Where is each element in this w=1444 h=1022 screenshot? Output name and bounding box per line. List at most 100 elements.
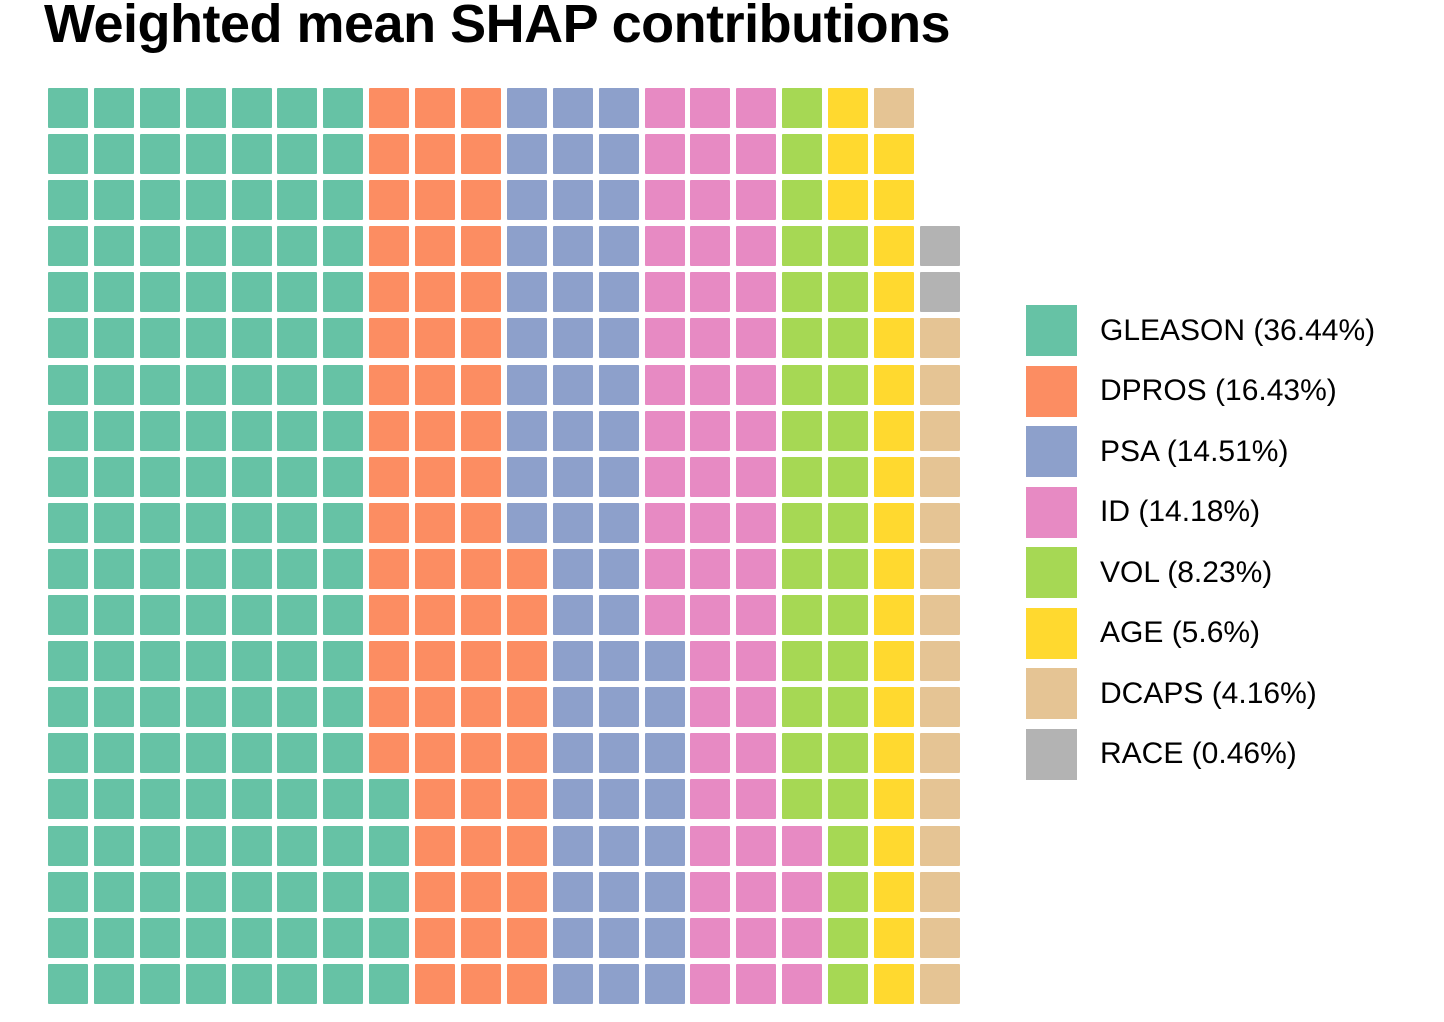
waffle-cell-psa — [552, 641, 593, 682]
waffle-cell-psa — [598, 88, 639, 128]
waffle-cell-psa — [644, 687, 685, 728]
legend-label-id: ID (14.18%) — [1100, 495, 1261, 528]
waffle-cell-dpros — [415, 917, 456, 958]
waffle-cell-age — [828, 180, 869, 221]
waffle-cell-psa — [552, 318, 593, 359]
waffle-cell-psa — [598, 456, 639, 497]
waffle-cell-gleason — [323, 272, 364, 313]
waffle-cell-race — [919, 226, 960, 267]
waffle-cell-gleason — [139, 88, 180, 128]
waffle-cell-id — [690, 825, 731, 866]
waffle-cell-dpros — [415, 134, 456, 175]
waffle-cell-gleason — [185, 364, 226, 405]
waffle-cell-gleason — [369, 825, 410, 866]
waffle-cell-dcaps — [919, 641, 960, 682]
waffle-cell-gleason — [48, 871, 88, 912]
legend-label-dpros: DPROS (16.43%) — [1100, 374, 1337, 407]
waffle-cell-dpros — [415, 963, 456, 1004]
waffle-cell-dpros — [461, 456, 502, 497]
waffle-cell-vol — [828, 779, 869, 820]
waffle-cell-gleason — [93, 318, 134, 359]
waffle-cell-id — [690, 456, 731, 497]
waffle-cell-gleason — [48, 180, 88, 221]
waffle-cell-gleason — [93, 917, 134, 958]
legend-label-vol: VOL (8.23%) — [1100, 555, 1273, 589]
waffle-cell-psa — [644, 779, 685, 820]
waffle-cell-gleason — [369, 963, 410, 1004]
waffle-cell-vol — [828, 226, 869, 267]
waffle-cell-age — [874, 318, 915, 359]
waffle-cell-psa — [598, 226, 639, 267]
waffle-cell-gleason — [185, 410, 226, 451]
waffle-cell-dpros — [369, 502, 410, 543]
waffle-cell-gleason — [48, 687, 88, 728]
waffle-cell-gleason — [323, 825, 364, 866]
waffle-cell-dpros — [506, 687, 547, 728]
waffle-cell-gleason — [48, 733, 88, 774]
waffle-cell-psa — [506, 318, 547, 359]
waffle-cell-dpros — [461, 641, 502, 682]
waffle-cell-gleason — [323, 779, 364, 820]
legend-swatch-vol — [1026, 547, 1077, 598]
waffle-cell-id — [736, 733, 777, 774]
waffle-cell-age — [874, 502, 915, 543]
waffle-cell-vol — [828, 733, 869, 774]
waffle-cell-gleason — [231, 871, 272, 912]
waffle-cell-race — [919, 272, 960, 313]
waffle-cell-age — [874, 180, 915, 221]
waffle-cell-gleason — [185, 917, 226, 958]
waffle-cell-gleason — [185, 687, 226, 728]
waffle-cell-age — [874, 963, 915, 1004]
waffle-cell-dcaps — [919, 825, 960, 866]
waffle-cell-gleason — [231, 318, 272, 359]
waffle-cell-psa — [598, 641, 639, 682]
waffle-cell-gleason — [139, 548, 180, 589]
waffle-cell-gleason — [323, 963, 364, 1004]
waffle-cell-gleason — [48, 134, 88, 175]
waffle-cell-psa — [506, 364, 547, 405]
legend-item-dpros: DPROS (16.43%) — [1026, 365, 1375, 417]
waffle-cell-gleason — [93, 641, 134, 682]
waffle-cell-gleason — [323, 134, 364, 175]
waffle-cell-dpros — [415, 548, 456, 589]
waffle-cell-psa — [506, 88, 547, 128]
waffle-cell-gleason — [369, 917, 410, 958]
waffle-cell-gleason — [277, 226, 318, 267]
waffle-cell-id — [644, 318, 685, 359]
waffle-cell-gleason — [93, 226, 134, 267]
waffle-cell-psa — [552, 502, 593, 543]
waffle-cell-vol — [782, 502, 823, 543]
waffle-cell-dcaps — [919, 502, 960, 543]
legend-item-vol: VOL (8.23%) — [1026, 547, 1375, 598]
waffle-cell-psa — [552, 88, 593, 128]
legend: GLEASON (36.44%)DPROS (16.43%)PSA (14.51… — [1026, 305, 1375, 780]
waffle-cell-id — [736, 226, 777, 267]
waffle-cell-gleason — [277, 364, 318, 405]
waffle-cell-gleason — [231, 226, 272, 267]
waffle-cell-dpros — [415, 318, 456, 359]
waffle-cell-vol — [828, 502, 869, 543]
waffle-cell-age — [874, 410, 915, 451]
waffle-cell-dcaps — [919, 917, 960, 958]
waffle-cell-dpros — [506, 779, 547, 820]
waffle-cell-gleason — [323, 456, 364, 497]
waffle-cell-dpros — [461, 364, 502, 405]
waffle-cell-dpros — [369, 364, 410, 405]
waffle-cell-id — [736, 963, 777, 1004]
waffle-cell-gleason — [323, 364, 364, 405]
waffle-cell-gleason — [323, 595, 364, 636]
legend-item-race: RACE (0.46%) — [1026, 728, 1375, 780]
waffle-cell-psa — [598, 733, 639, 774]
waffle-cell-dpros — [415, 733, 456, 774]
waffle-cell-dpros — [461, 272, 502, 313]
waffle-cell-dpros — [415, 871, 456, 912]
waffle-cell-gleason — [231, 963, 272, 1004]
waffle-cell-gleason — [48, 410, 88, 451]
waffle-cell-dpros — [369, 641, 410, 682]
waffle-cell-id — [644, 134, 685, 175]
waffle-cell-id — [644, 88, 685, 128]
waffle-cell-psa — [506, 134, 547, 175]
waffle-cell-dpros — [461, 871, 502, 912]
waffle-cell-vol — [828, 825, 869, 866]
waffle-cell-psa — [598, 963, 639, 1004]
